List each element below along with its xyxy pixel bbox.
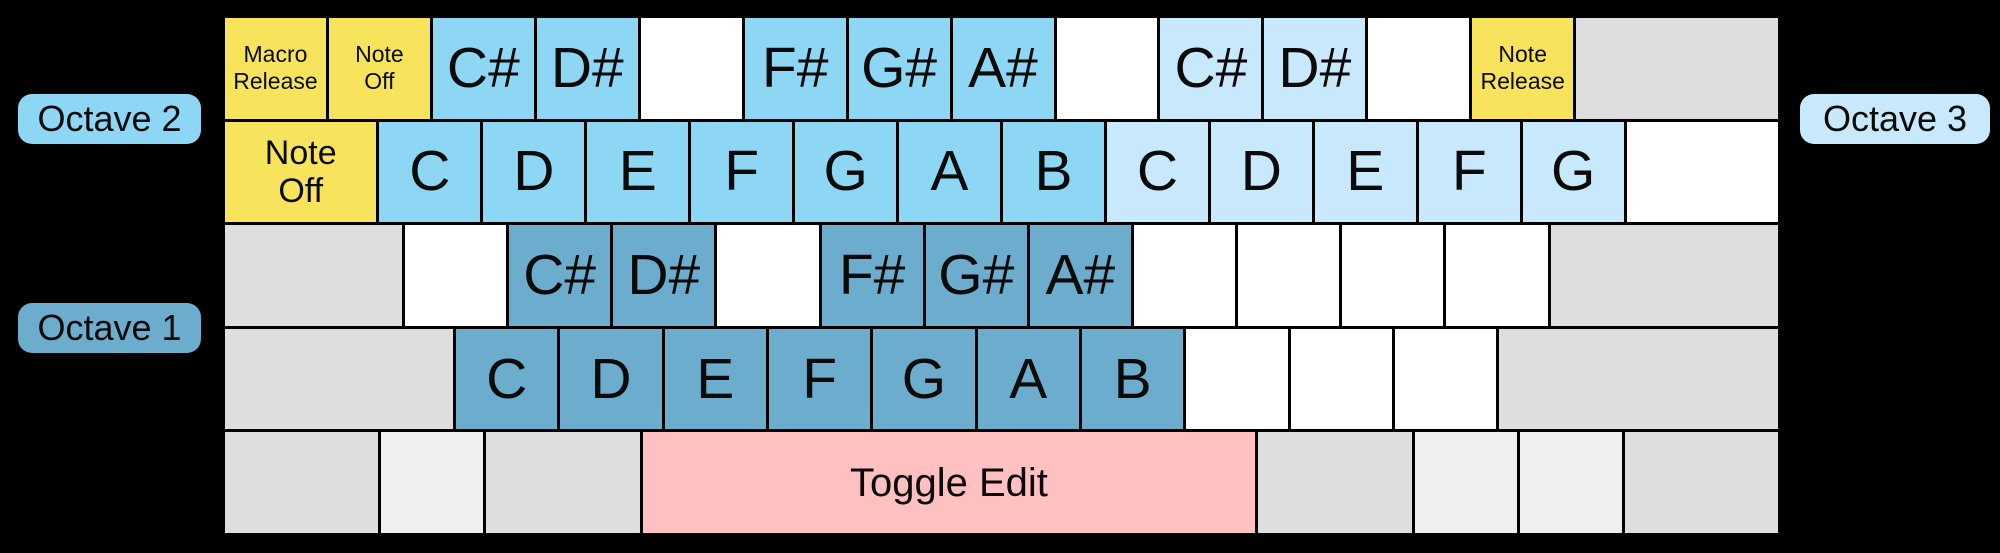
keyboard-row-upper: Note Off C D E F G A B C D E F G xyxy=(225,121,1779,223)
key-b-oct1: B xyxy=(1081,328,1184,430)
key-blank xyxy=(1414,432,1517,533)
keyboard-row-home: C# D# F# G# A# xyxy=(225,225,1779,326)
keyboard: Macro Release Note Off C# D# F# G# A# C#… xyxy=(225,18,1779,533)
key-blank xyxy=(1519,432,1622,533)
key-gsharp-oct2: G# xyxy=(848,18,950,119)
key-csharp-oct3: C# xyxy=(1160,18,1262,119)
key-blank-wide xyxy=(1624,432,1779,533)
key-g-oct3: G xyxy=(1522,121,1624,223)
keyboard-row-number: Macro Release Note Off C# D# F# G# A# C#… xyxy=(225,18,1779,119)
key-blank xyxy=(717,225,819,326)
key-d-oct2: D xyxy=(483,121,585,223)
key-note-release: Note Release xyxy=(1472,18,1574,119)
key-blank xyxy=(1446,225,1548,326)
key-blank xyxy=(1056,18,1158,119)
key-e-oct1: E xyxy=(664,328,766,430)
key-blank-wide xyxy=(1550,225,1779,326)
key-csharp-oct1: C# xyxy=(509,225,611,326)
key-dsharp-oct2: D# xyxy=(536,18,638,119)
key-f-oct2: F xyxy=(691,121,793,223)
key-note-off-top: Note Off xyxy=(328,18,430,119)
key-d-oct3: D xyxy=(1210,121,1312,223)
key-dsharp-oct1: D# xyxy=(613,225,715,326)
key-d-oct1: D xyxy=(560,328,662,430)
key-blank-wide xyxy=(1626,121,1779,223)
key-blank xyxy=(381,432,484,533)
key-f-oct1: F xyxy=(768,328,871,430)
key-blank-wide xyxy=(225,225,402,326)
key-csharp-oct2: C# xyxy=(432,18,534,119)
key-blank-wide xyxy=(225,432,379,533)
keyboard-row-lower: C D E F G A B xyxy=(225,328,1778,430)
key-c-oct2: C xyxy=(379,121,481,223)
key-a-oct2: A xyxy=(899,121,1001,223)
key-blank-wide xyxy=(486,432,640,533)
octave-1-badge: Octave 1 xyxy=(18,303,201,353)
key-blank-wide xyxy=(1258,432,1412,533)
key-g-oct2: G xyxy=(795,121,897,223)
octave-3-badge: Octave 3 xyxy=(1800,94,1990,144)
key-blank xyxy=(1394,328,1497,430)
keyboard-row-bottom: Toggle Edit xyxy=(225,432,1779,533)
key-fsharp-oct2: F# xyxy=(744,18,846,119)
key-note-off-tab: Note Off xyxy=(225,121,377,223)
key-asharp-oct2: A# xyxy=(952,18,1054,119)
key-e-oct2: E xyxy=(587,121,689,223)
key-a-oct1: A xyxy=(977,328,1079,430)
key-fsharp-oct1: F# xyxy=(821,225,923,326)
octave-2-badge: Octave 2 xyxy=(18,94,201,144)
key-blank xyxy=(640,18,742,119)
key-blank xyxy=(1290,328,1392,430)
key-blank-wide xyxy=(1576,18,1779,119)
key-space-toggle-edit: Toggle Edit xyxy=(642,432,1256,533)
key-f-oct3: F xyxy=(1418,121,1520,223)
key-b-oct2: B xyxy=(1003,121,1104,223)
key-blank xyxy=(1186,328,1288,430)
key-blank xyxy=(1133,225,1236,326)
key-c-oct1: C xyxy=(456,328,558,430)
key-blank-wide xyxy=(1499,328,1778,430)
key-e-oct3: E xyxy=(1314,121,1416,223)
key-gsharp-oct1: G# xyxy=(925,225,1027,326)
key-c-oct3: C xyxy=(1106,121,1208,223)
key-blank xyxy=(1342,225,1444,326)
key-asharp-oct1: A# xyxy=(1029,225,1131,326)
key-g-oct1: G xyxy=(873,328,975,430)
key-blank xyxy=(1368,18,1470,119)
key-blank-wide xyxy=(225,328,453,430)
key-blank xyxy=(404,225,507,326)
key-macro-release: Macro Release xyxy=(225,18,326,119)
key-dsharp-oct3: D# xyxy=(1264,18,1366,119)
key-blank xyxy=(1238,225,1340,326)
